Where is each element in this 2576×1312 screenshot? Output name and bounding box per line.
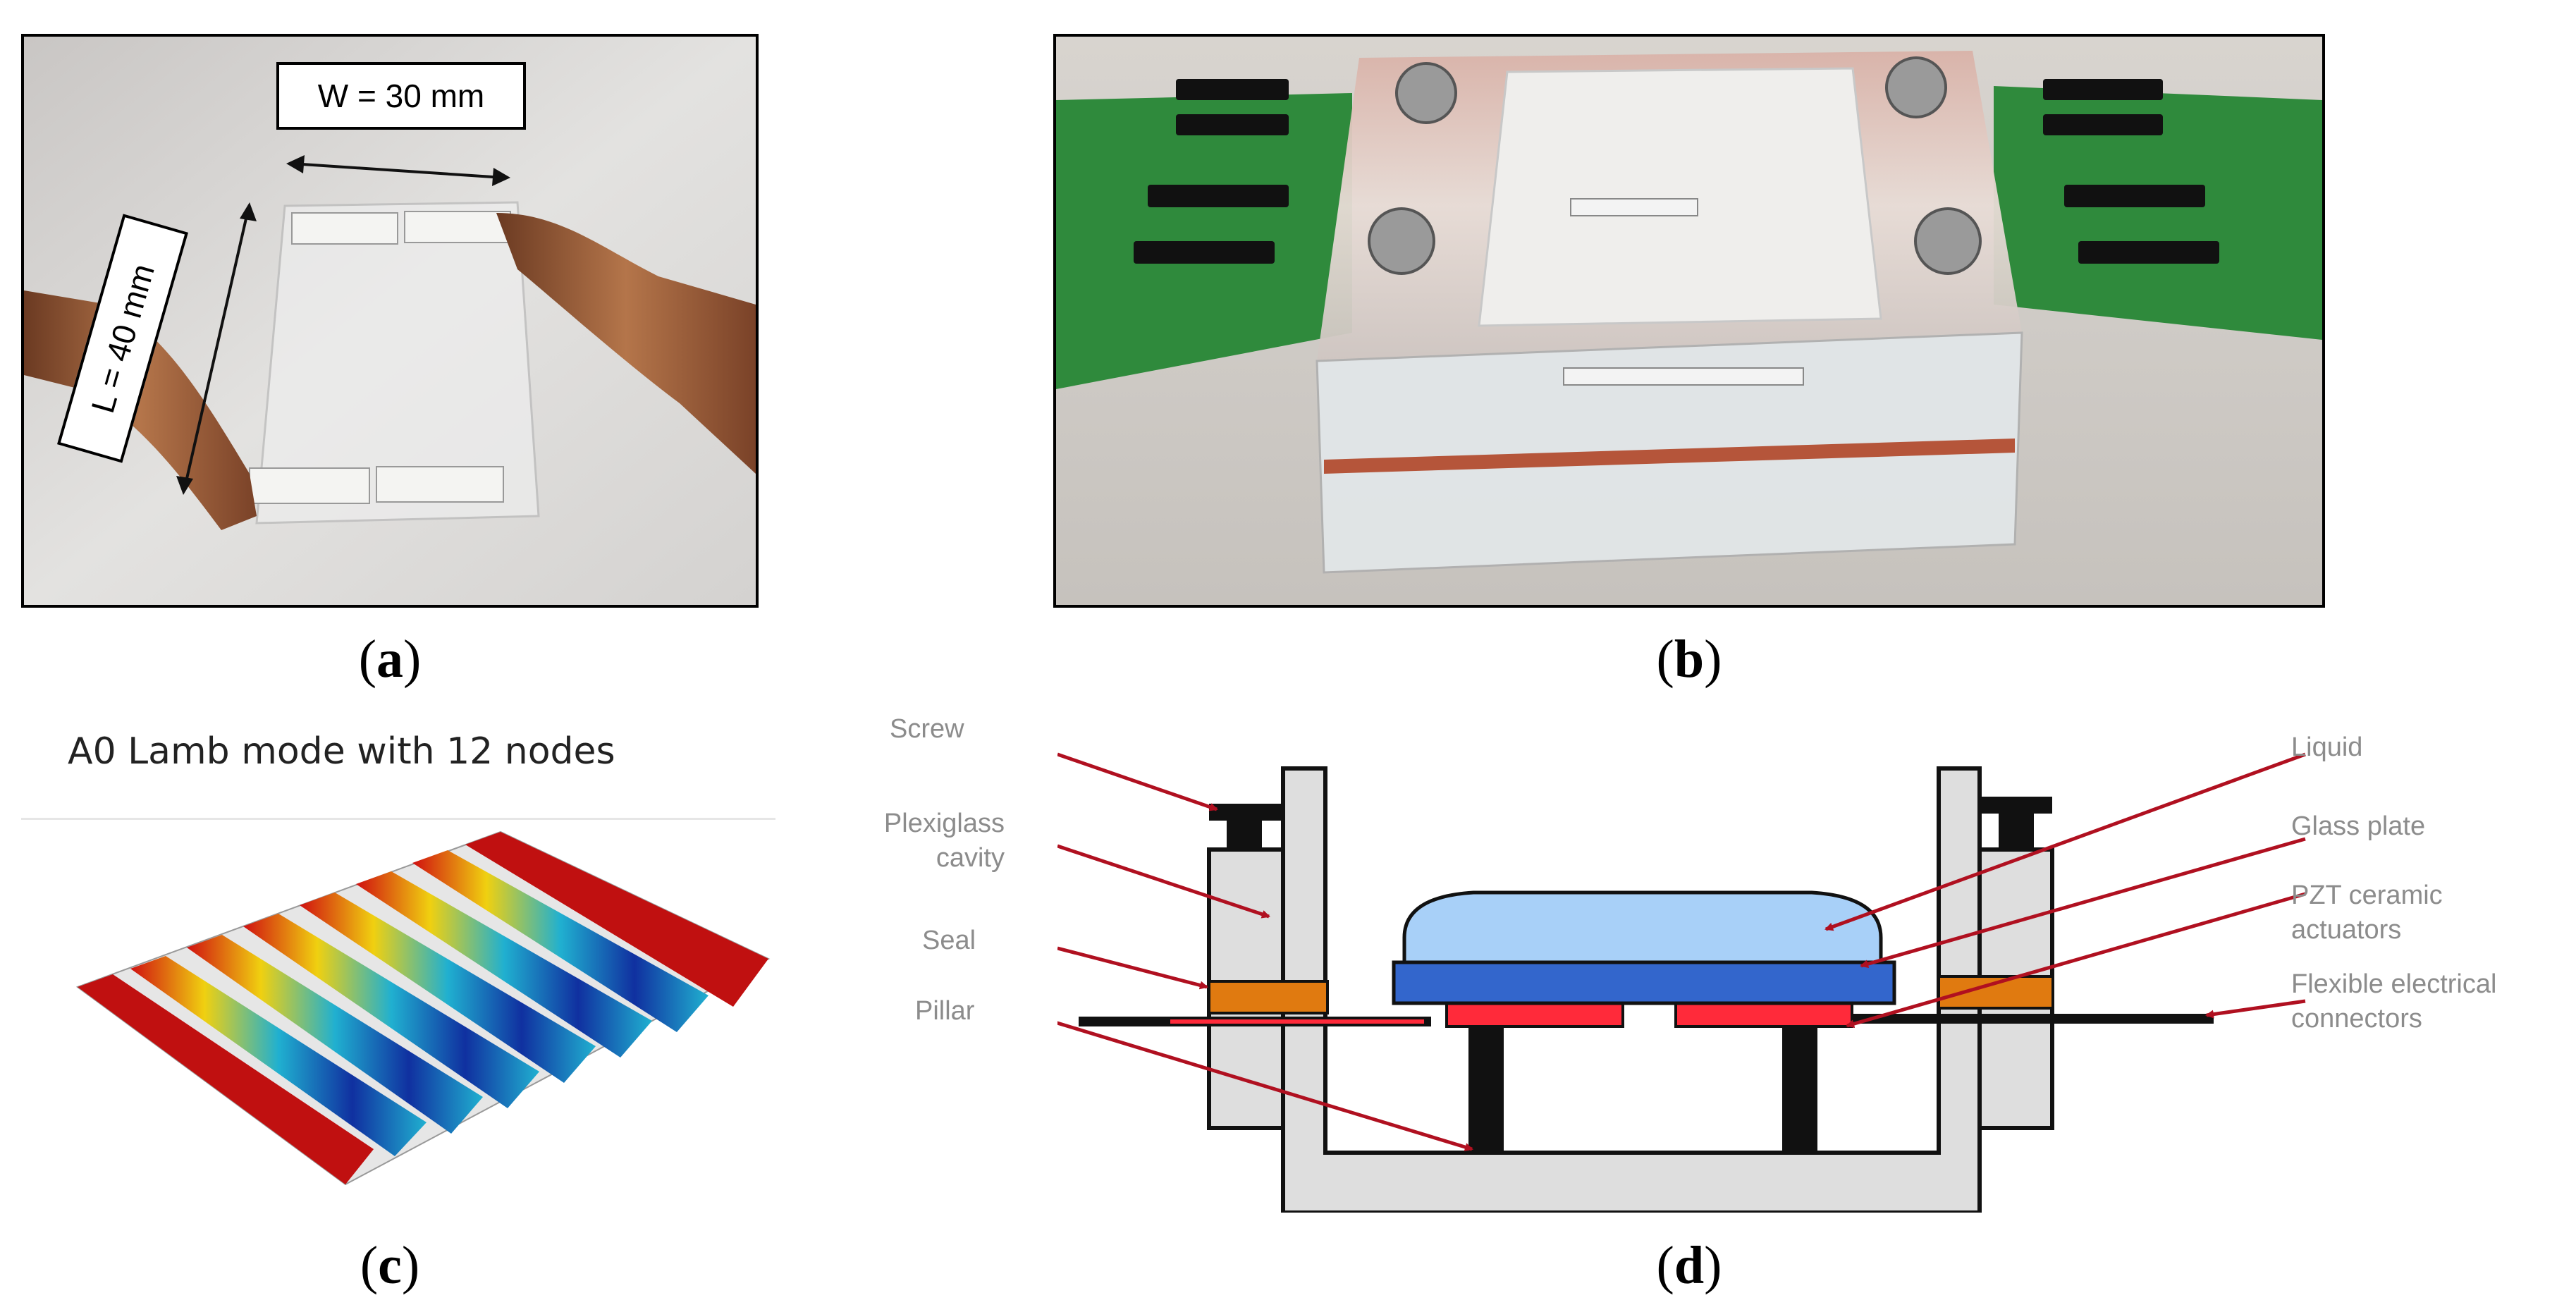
cross-section-diagram [1057,752,2306,1213]
width-label-box: W = 30 mm [276,62,526,130]
panel-c-title: A0 Lamb mode with 12 nodes [68,730,615,773]
glass-plate-shape [255,201,540,525]
pillar-right [1782,1024,1817,1153]
label-flexible-connectors: Flexible electrical connectors [2291,969,2497,1034]
label-liquid: Liquid [2291,732,2363,762]
flex-cable-left [24,290,257,530]
header-pins-left [1134,79,1289,264]
pillar-left [1468,1024,1504,1153]
pzt-actuator-right [1674,1001,1853,1028]
screw-left [1209,804,1283,821]
pzt-bottom-right [376,466,504,503]
cavity-opening [1478,67,1882,327]
caption-b: (b) [1656,630,1722,689]
label-screw: Screw [890,714,964,744]
label-pillar: Pillar [915,996,975,1026]
label-pzt-actuators: PZT ceramic actuators [2291,881,2443,945]
callout-arrows [1057,752,2306,1151]
glass-plate [1392,960,1896,1005]
wave-crests [78,832,768,1184]
flex-cable-right [496,213,756,474]
photo-panel-a: W = 30 mm L = 40 mm [21,34,759,608]
photo-panel-b [1053,34,2325,608]
caption-c: (c) [360,1236,420,1295]
seal-left [1208,980,1329,1014]
photo-b-illustration [1056,37,2322,605]
label-glass-plate: Glass plate [2291,811,2426,841]
width-label: W = 30 mm [317,78,485,114]
flex-connector-right [1833,1014,2214,1024]
screw-right [1980,797,2052,814]
seal-strip [1324,439,2015,474]
pzt-top-right [404,211,511,243]
panel-c-divider [21,818,775,820]
plexiglass-cavity [1281,766,1982,1213]
photo-a-illustration [24,37,756,605]
liquid-drop [1402,890,1883,964]
screws [1368,56,1982,275]
pzt-top-left [291,212,398,245]
label-plexiglass-cavity: Plexiglass cavity [883,809,1005,873]
pcb-right [1994,86,2322,340]
lamb-mode-plot [75,830,771,1186]
pzt-bottom-left [249,467,370,504]
header-pins-right [2043,79,2219,264]
pzt-actuator-left [1445,1001,1624,1028]
label-seal: Seal [922,926,976,955]
caption-d: (d) [1656,1236,1722,1295]
caption-a: (a) [358,630,422,689]
